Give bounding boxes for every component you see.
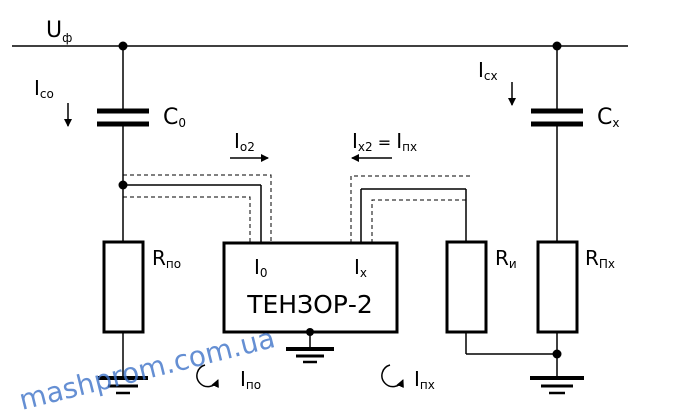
device-input-x: Iх [354, 255, 367, 280]
resistor-rpo [102, 240, 145, 334]
device-name: ТЕНЗОР-2 [246, 290, 373, 319]
capacitor-c0 [97, 108, 149, 127]
label-ri: Rи [495, 246, 517, 271]
label-rpx: RПх [585, 246, 615, 271]
resistor-ri [445, 240, 488, 334]
ground-right [530, 376, 584, 395]
label-supply: Uф [46, 18, 72, 45]
resistor-rpx [536, 240, 579, 334]
device-box [222, 241, 399, 334]
device-input-0: I0 [254, 255, 268, 280]
watermark: mashprom.com.ua [16, 321, 279, 416]
junction-right-bottom [552, 349, 562, 359]
label-cx: Cх [597, 105, 619, 130]
label-c0: C0 [163, 105, 186, 130]
shield-right [350, 175, 473, 243]
ground-left [98, 376, 148, 395]
label-ipo: Iпо [240, 367, 261, 392]
label-icx: Iсх [478, 58, 498, 83]
shield-left [123, 174, 272, 243]
junction-left-mid [118, 180, 128, 190]
right-branch-wires [360, 46, 558, 378]
label-ipx: Iпх [414, 367, 435, 392]
arrow-ipo [196, 364, 219, 389]
device-ground-junction [306, 328, 314, 336]
capacitor-cx [531, 108, 583, 127]
arrow-ipx [381, 364, 404, 389]
label-io2: Iо2 [234, 129, 255, 154]
label-rpo: Rпо [152, 246, 181, 271]
label-ix2: Iх2 = Iпх [352, 129, 417, 154]
current-arrows [64, 82, 516, 389]
label-ico: Iсо [34, 76, 54, 101]
device-ground [286, 332, 334, 364]
